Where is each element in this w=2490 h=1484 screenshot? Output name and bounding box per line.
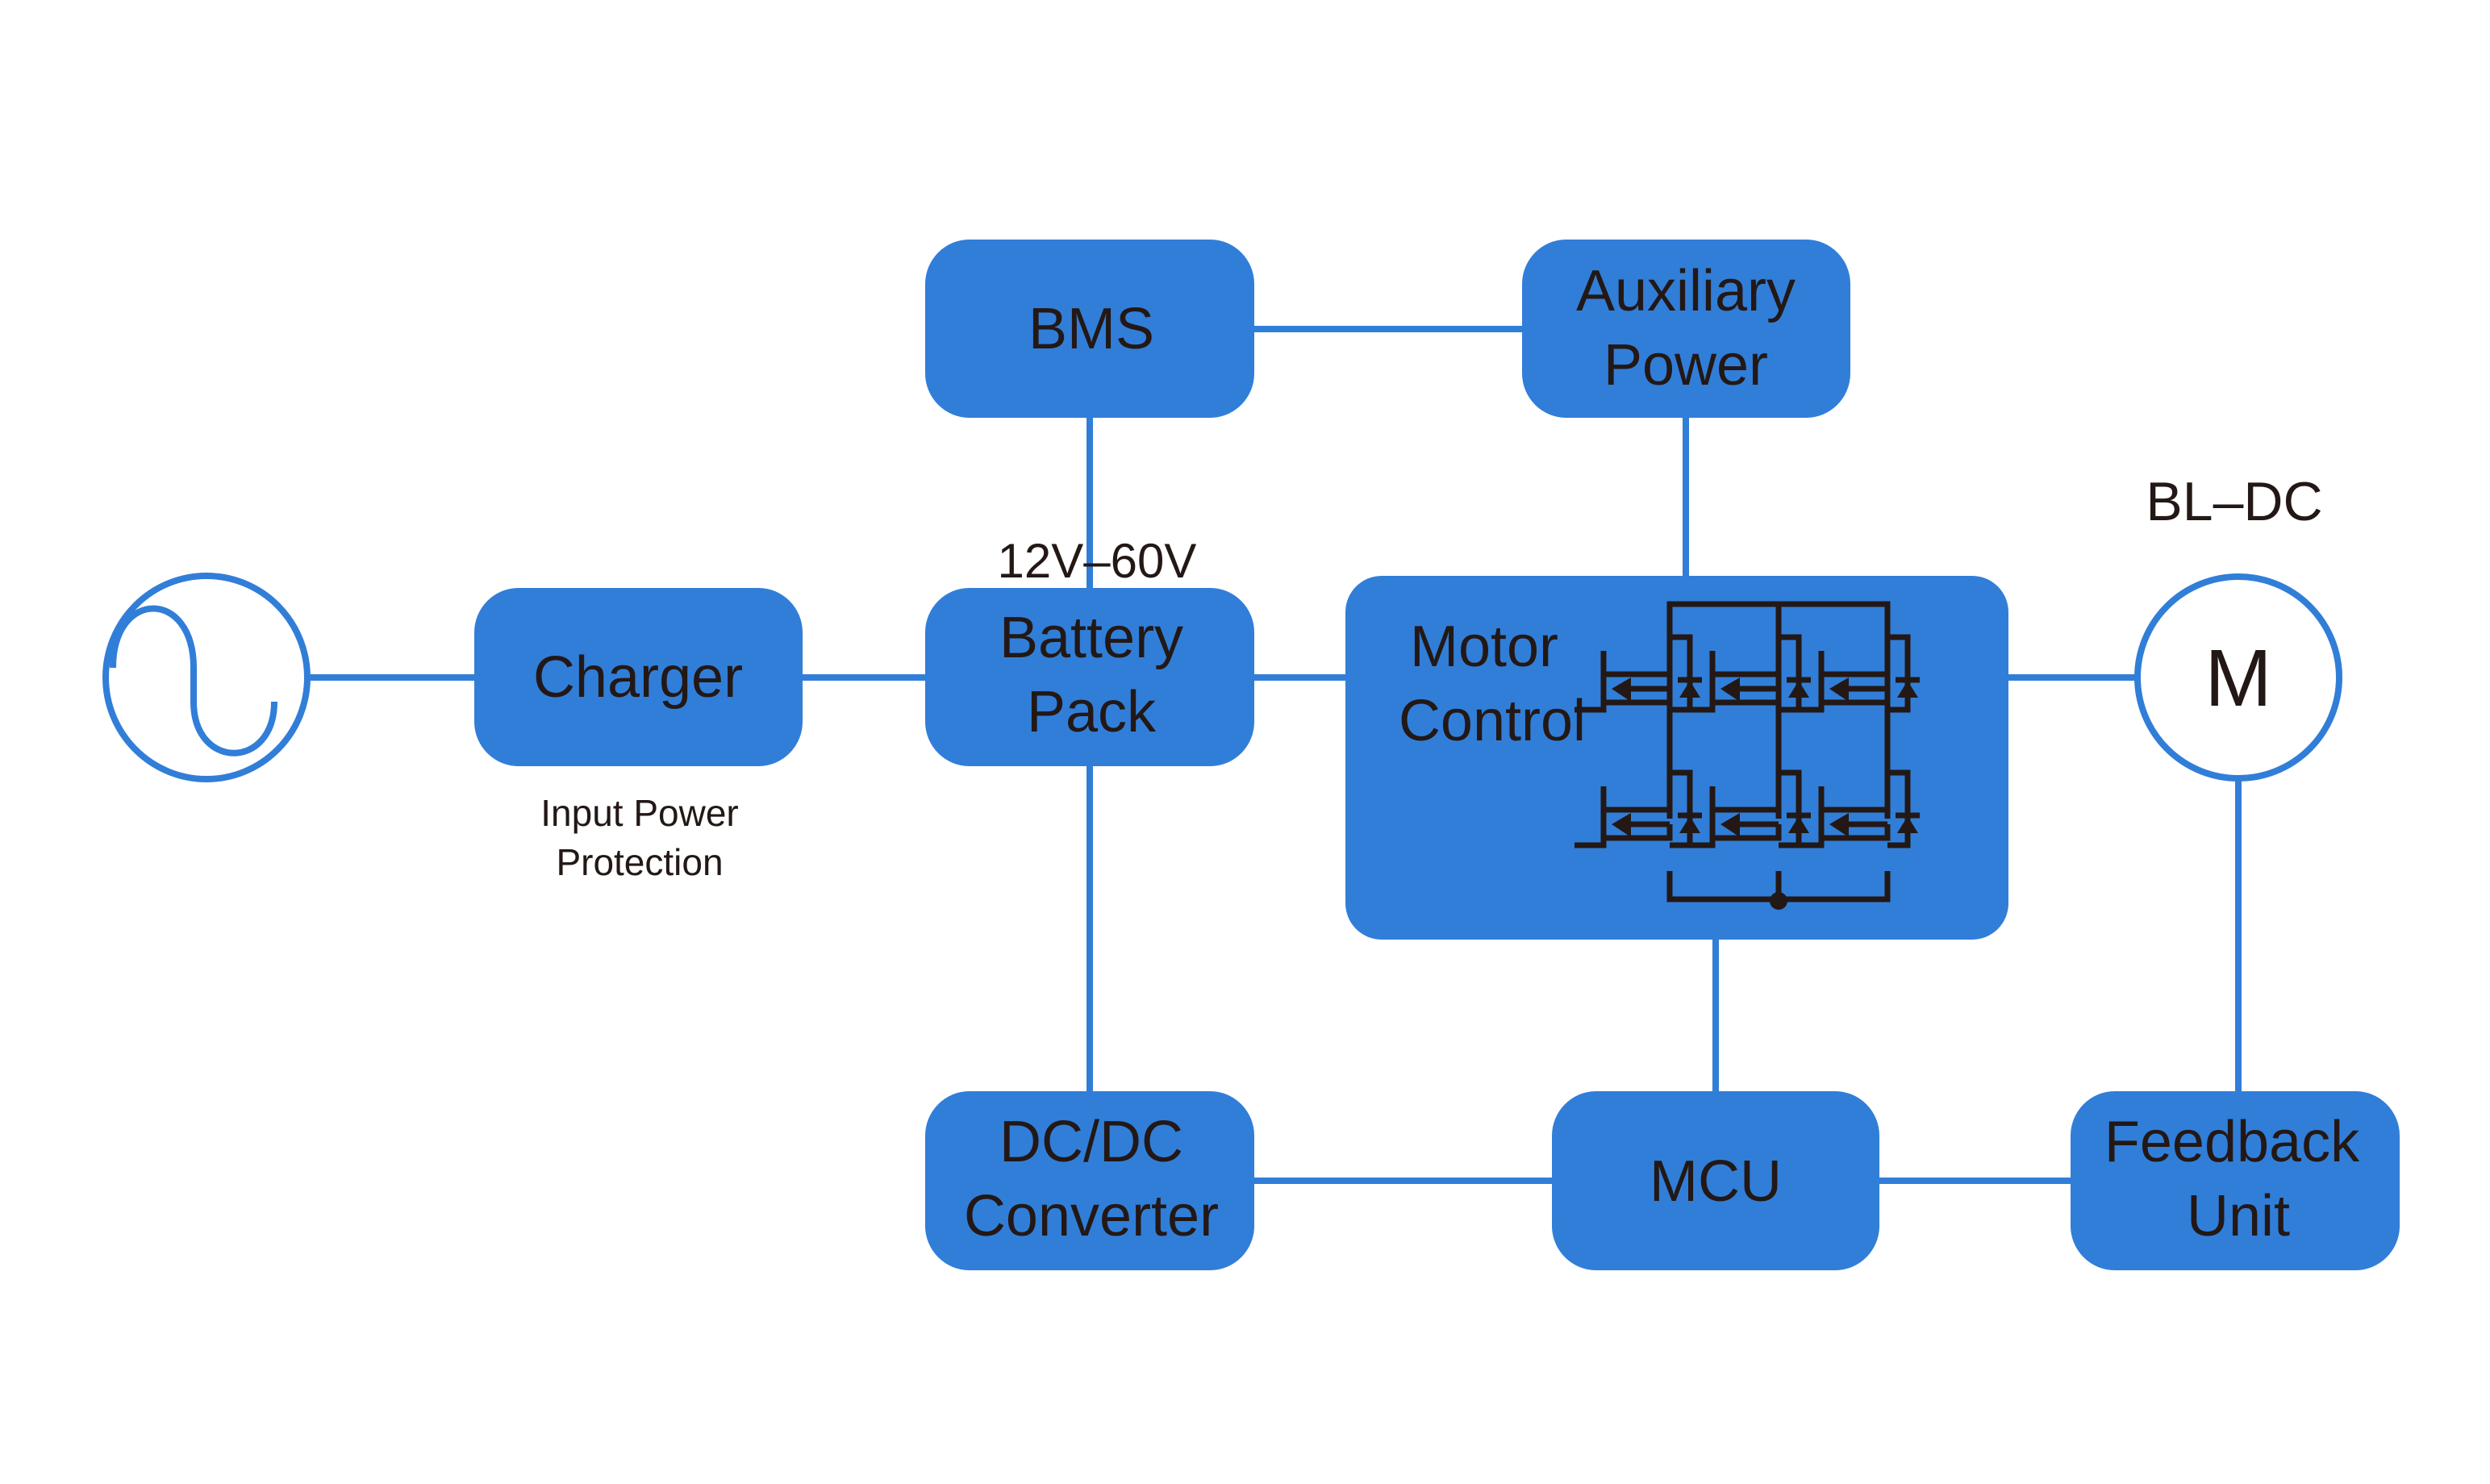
dcdc-converter-block[interactable]: DC/DC Converter xyxy=(925,1091,1254,1270)
bms-box[interactable] xyxy=(925,240,1254,418)
charger-caption-line-2: Protection xyxy=(556,841,723,883)
motor-control-label-line-2: Control xyxy=(1399,689,1586,753)
battery-pack-label-line-2: Pack xyxy=(1027,680,1157,744)
connections xyxy=(307,326,2242,1184)
auxiliary-power-block[interactable]: Auxiliary Power xyxy=(1522,240,1850,418)
dcdc-converter-label-line-2: Converter xyxy=(964,1184,1219,1248)
motor-control-box[interactable] xyxy=(1345,576,2008,940)
three-phase-mosfet-bridge-icon xyxy=(1574,601,1920,910)
ac-source xyxy=(102,573,311,782)
battery-pack-box[interactable] xyxy=(925,588,1254,766)
bms-block[interactable]: BMS xyxy=(925,240,1254,418)
mcu-label: MCU xyxy=(1650,1149,1782,1214)
battery-pack-label-line-1: Battery xyxy=(999,606,1183,670)
feedback-unit-label-line-1: Feedback xyxy=(2104,1110,2360,1174)
auxiliary-power-label-line-2: Power xyxy=(1604,333,1768,398)
motor[interactable]: M xyxy=(2134,573,2342,782)
motor-circle[interactable] xyxy=(2134,573,2342,782)
feedback-unit-block[interactable]: Feedback Unit xyxy=(2071,1091,2400,1270)
mosfet-switch-icon xyxy=(1792,769,1920,848)
mcu-block[interactable]: MCU xyxy=(1552,1091,1879,1270)
battery-pack-block[interactable]: Battery Pack xyxy=(925,588,1254,766)
motor-type-annotation: BL–DC xyxy=(2146,471,2322,532)
mosfet-switch-icon xyxy=(1792,634,1920,713)
auxiliary-power-box[interactable] xyxy=(1522,240,1850,418)
sine-wave-icon xyxy=(110,605,277,757)
battery-voltage-annotation: 12V–60V xyxy=(998,534,1197,588)
charger-block[interactable]: Charger xyxy=(474,588,803,766)
feedback-unit-label-line-2: Unit xyxy=(2187,1184,2290,1248)
charger-box[interactable] xyxy=(474,588,803,766)
dcdc-converter-label-line-1: DC/DC xyxy=(999,1110,1183,1174)
feedback-unit-box[interactable] xyxy=(2071,1091,2400,1270)
motor-control-label-line-1: Motor xyxy=(1410,615,1558,679)
charger-label: Charger xyxy=(533,645,743,710)
motor-control-block[interactable]: Motor Control xyxy=(1345,576,2008,940)
bms-label: BMS xyxy=(1028,297,1154,361)
ac-source-circle xyxy=(102,573,311,782)
auxiliary-power-label-line-1: Auxiliary xyxy=(1576,259,1796,323)
motor-symbol: M xyxy=(2204,633,2271,723)
charger-caption-line-1: Input Power xyxy=(540,792,738,834)
dcdc-converter-box[interactable] xyxy=(925,1091,1254,1270)
mcu-box[interactable] xyxy=(1552,1091,1879,1270)
